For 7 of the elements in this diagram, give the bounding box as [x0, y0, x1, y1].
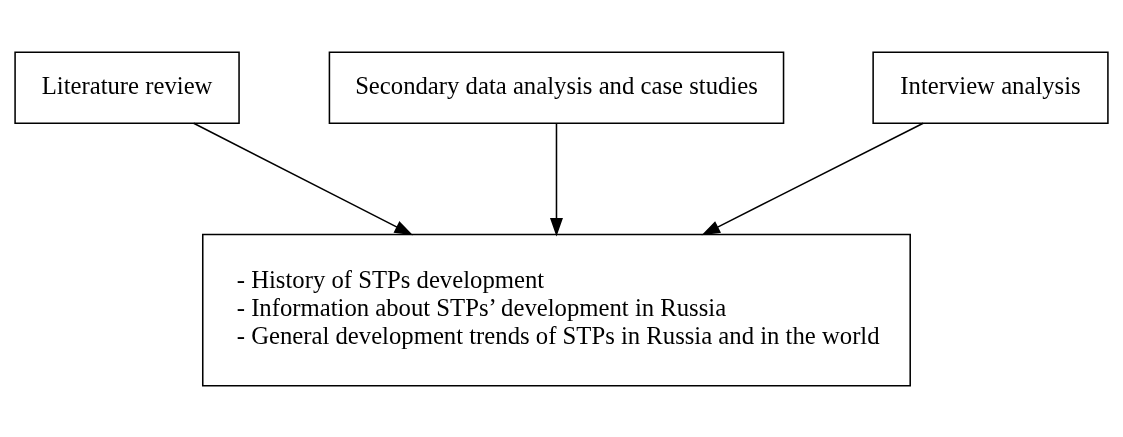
node-box: Interview analysis — [872, 50, 1109, 124]
arrow — [550, 122, 563, 236]
node-box: Literature review — [14, 50, 240, 124]
arrow — [192, 122, 413, 235]
node-box: - History of STPs development - Information about STPs’ development in Russia - General development trends of STPs in Russia and in the world — [202, 233, 911, 387]
arrow — [701, 122, 924, 235]
node-box: Secondary data analysis and case studies — [328, 50, 785, 124]
